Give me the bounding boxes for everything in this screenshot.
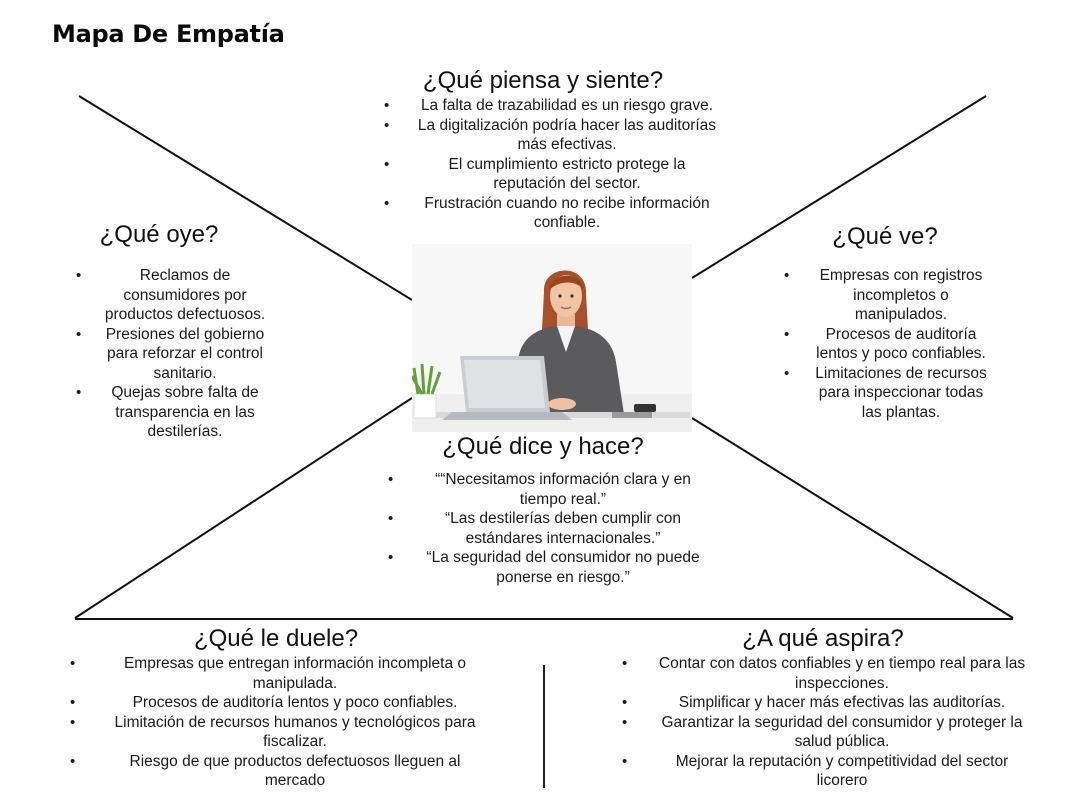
diagonal-top-left: [78, 95, 413, 301]
list-item: Garantizar la seguridad del consumidor y…: [622, 713, 1038, 752]
list-item: “Las destilerías deben cumplir con están…: [388, 509, 714, 548]
pains-section: ¿Qué le duele? Empresas que entregan inf…: [56, 624, 496, 791]
list-item: Empresas que entregan información incomp…: [70, 654, 496, 693]
hear-section: ¿Qué oye? Reclamos de consumidores por p…: [56, 220, 270, 442]
list-item: ““Necesitamos información clara y en tie…: [388, 470, 714, 509]
think-feel-section: ¿Qué piensa y siente? La falta de trazab…: [360, 66, 726, 233]
list-item: Contar con datos confiables y en tiempo …: [622, 654, 1038, 693]
hear-heading: ¿Qué oye?: [99, 221, 219, 248]
hear-list: Reclamos de consumidores por productos d…: [76, 266, 270, 442]
list-item: Frustración cuando no recibe información…: [384, 194, 726, 233]
list-item: Reclamos de consumidores por productos d…: [76, 266, 270, 325]
say-do-list: ““Necesitamos información clara y en tie…: [388, 470, 714, 587]
list-item: Limitación de recursos humanos y tecnoló…: [70, 713, 496, 752]
list-item: Simplificar y hacer más efectivas las au…: [622, 693, 1038, 713]
diagonal-bottom-right: [691, 417, 1014, 619]
persona-illustration: [412, 244, 692, 432]
list-item: Procesos de auditoría lentos y poco conf…: [70, 693, 496, 713]
list-item: La digitalización podría hacer las audit…: [384, 116, 726, 155]
see-heading: ¿Qué ve?: [832, 223, 938, 250]
list-item: La falta de trazabilidad es un riesgo gr…: [384, 96, 726, 116]
list-item: Limitaciones de recursos para inspeccion…: [784, 364, 994, 423]
list-item: Riesgo de que productos defectuosos lleg…: [70, 752, 496, 791]
vertical-divider: [543, 665, 545, 788]
diagonal-top-right: [691, 95, 987, 279]
gains-list: Contar con datos confiables y en tiempo …: [622, 654, 1038, 791]
persona-photo: [412, 244, 692, 432]
pains-heading: ¿Qué le duele?: [193, 625, 359, 652]
gains-heading: ¿A qué aspira?: [742, 625, 904, 652]
think-feel-heading: ¿Qué piensa y siente?: [422, 67, 664, 94]
gains-section: ¿A qué aspira? Contar con datos confiabl…: [608, 624, 1038, 791]
list-item: Procesos de auditoría lentos y poco conf…: [784, 325, 994, 364]
think-feel-list: La falta de trazabilidad es un riesgo gr…: [384, 96, 726, 233]
say-do-section: ¿Qué dice y hace? ““Necesitamos informac…: [372, 432, 714, 587]
list-item: Mejorar la reputación y competitividad d…: [622, 752, 1038, 791]
list-item: Quejas sobre falta de transparencia en l…: [76, 383, 270, 442]
see-list: Empresas con registros incompletos o man…: [784, 266, 994, 423]
diagonal-bottom-left: [74, 397, 413, 619]
list-item: Empresas con registros incompletos o man…: [784, 266, 994, 325]
page-title: Mapa De Empatía: [52, 20, 285, 48]
say-do-heading: ¿Qué dice y hace?: [442, 433, 644, 460]
list-item: Presiones del gobierno para reforzar el …: [76, 325, 270, 384]
list-item: El cumplimiento estricto protege la repu…: [384, 155, 726, 194]
see-section: ¿Qué ve? Empresas con registros incomple…: [770, 222, 1000, 422]
list-item: “La seguridad del consumidor no puede po…: [388, 548, 714, 587]
pains-list: Empresas que entregan información incomp…: [70, 654, 496, 791]
